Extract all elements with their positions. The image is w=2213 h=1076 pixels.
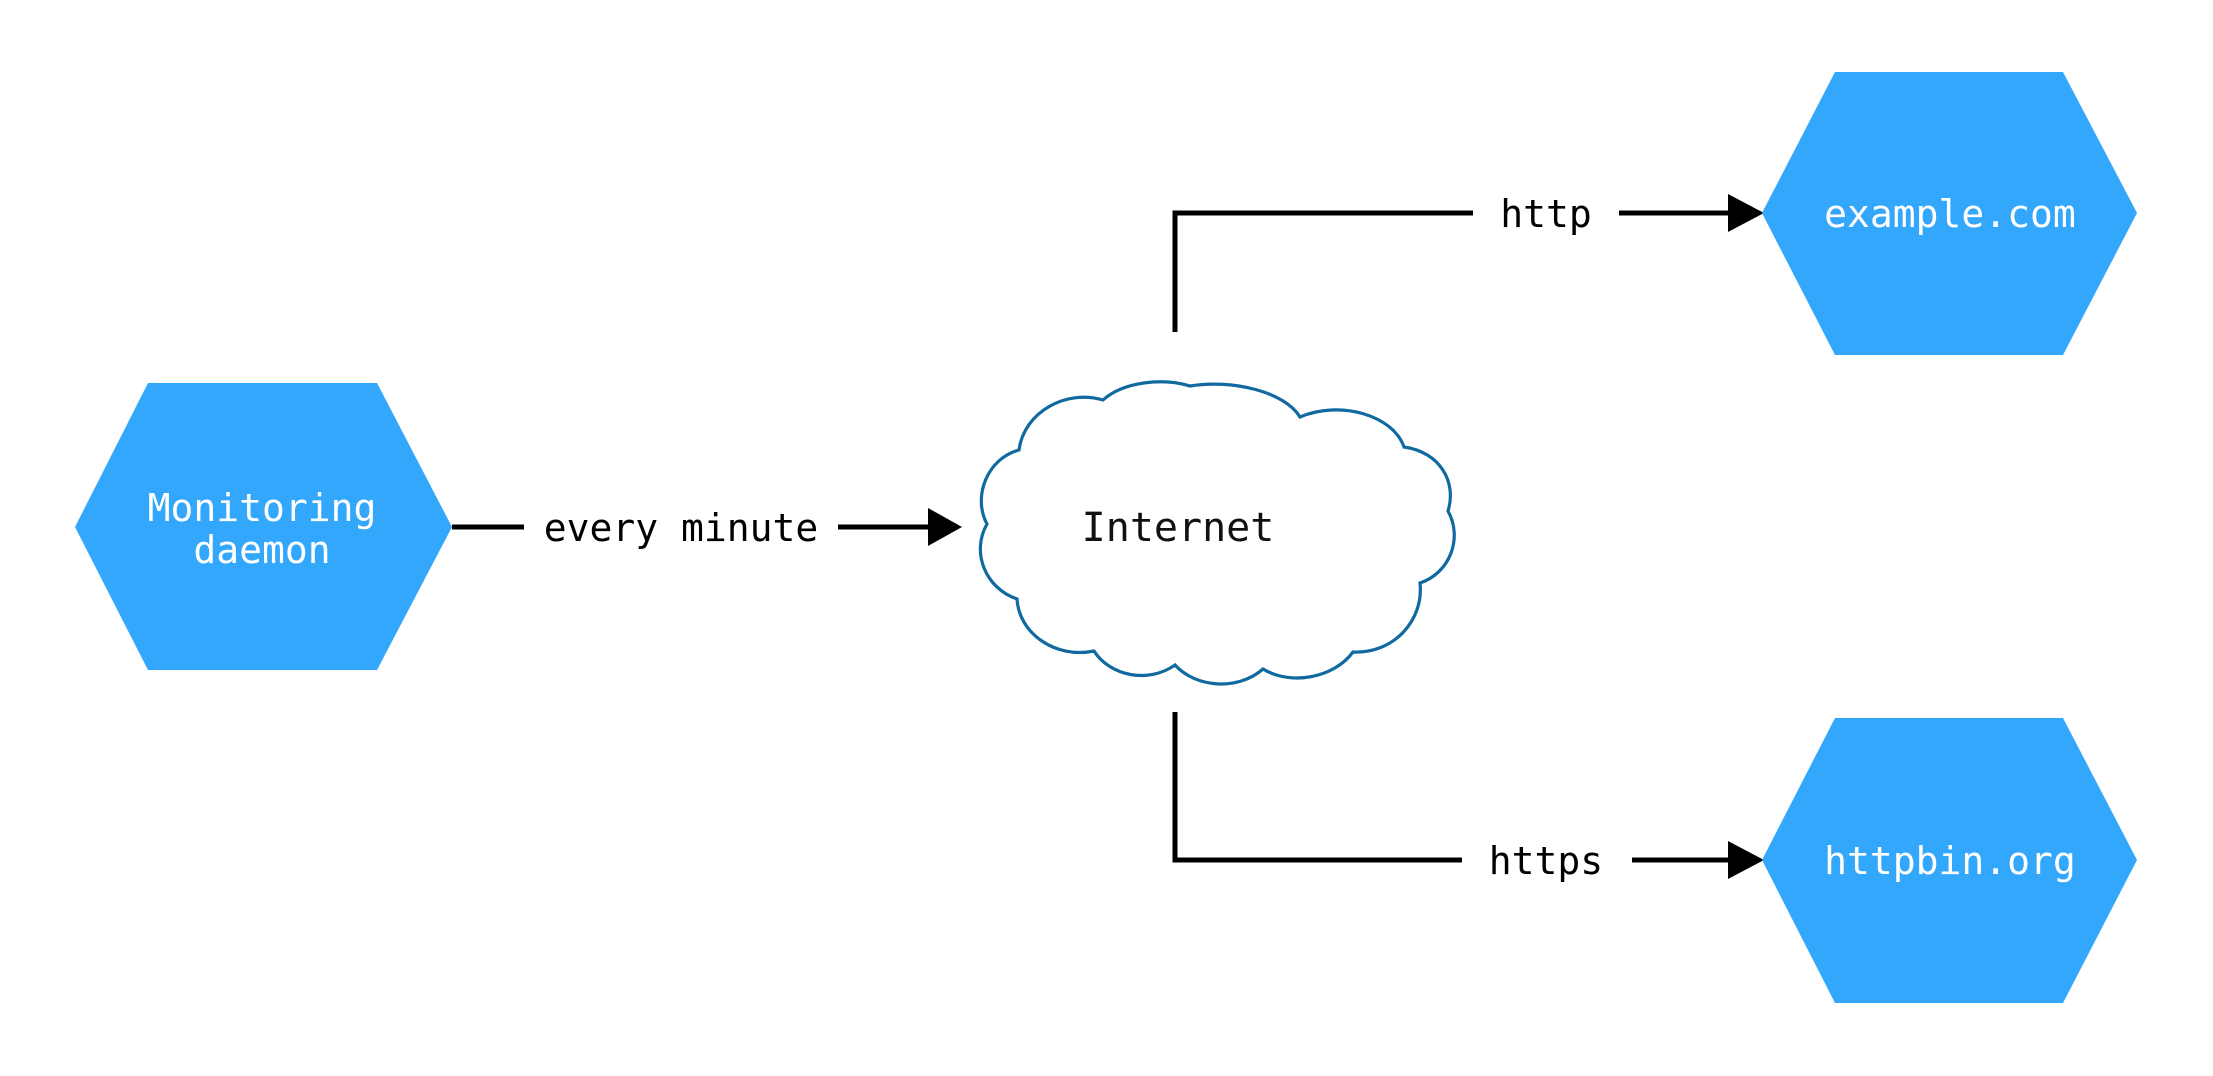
cloud-shape-internet[interactable] [978,380,1456,686]
node-internet[interactable]: Internet [978,380,1456,686]
node-label-httpbin-org: httpbin.org [1824,839,2076,883]
edge-internet-to-httpbin: https [1172,712,1764,883]
node-label-monitoring-daemon-line1: Monitoring [148,486,377,530]
arrowhead-icon-internet-to-example [1728,194,1764,232]
arrowhead-icon-daemon-to-internet [928,508,962,546]
hexagon-shape-httpbin-org[interactable] [1762,718,2137,1003]
node-label-monitoring-daemon-line2: daemon [193,528,330,572]
edge-daemon-to-internet: every minute [452,506,962,550]
edge-internet-to-example-elbow [1172,210,1473,332]
node-httpbin-org[interactable]: httpbin.org [1762,718,2137,1003]
edge-label-https: https [1489,839,1603,883]
node-monitoring-daemon[interactable]: Monitoring daemon [75,383,452,670]
hexagon-shape-monitoring-daemon[interactable] [75,383,452,670]
node-label-example-com: example.com [1824,192,2076,236]
edge-internet-to-httpbin-elbow [1172,712,1462,863]
edge-label-http: http [1500,192,1592,236]
node-example-com[interactable]: example.com [1762,72,2137,355]
edge-internet-to-example: http [1172,192,1764,332]
node-label-internet: Internet [1082,505,1275,551]
hexagon-shape-example-com[interactable] [1762,72,2137,355]
edge-label-every-minute: every minute [544,506,819,550]
arrowhead-icon-internet-to-httpbin [1728,841,1764,879]
